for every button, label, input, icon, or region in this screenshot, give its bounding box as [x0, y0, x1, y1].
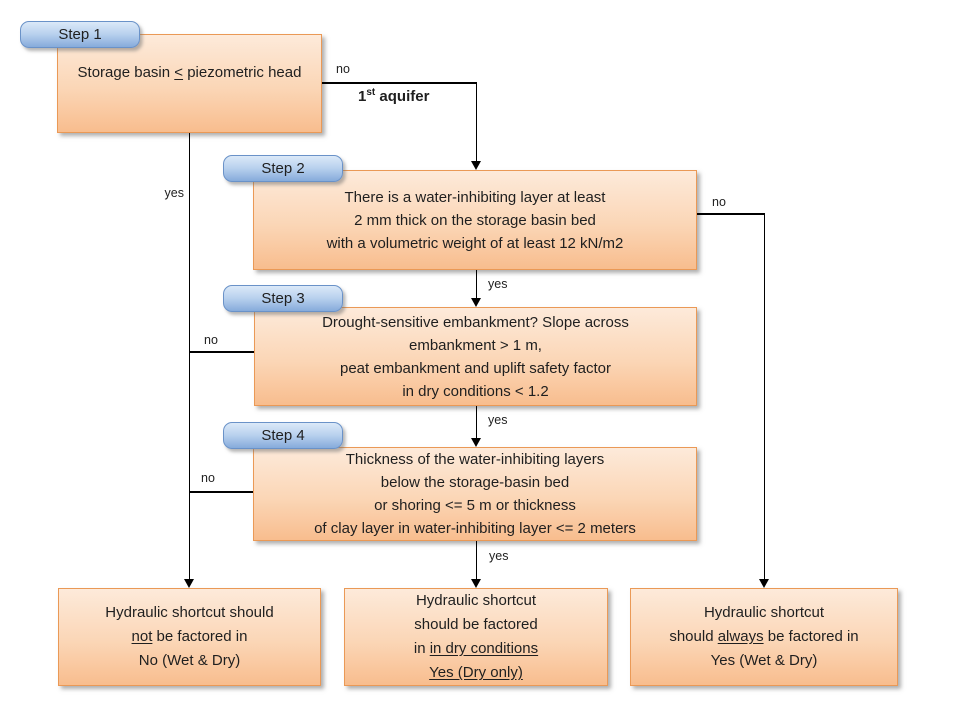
label-yes-step3: yes	[488, 413, 508, 427]
step-2-tag: Step 2	[223, 155, 343, 182]
step-3-tag-label: Step 3	[261, 290, 305, 307]
step-4-tag: Step 4	[223, 422, 343, 449]
step-2-box: There is a water-inhibiting layer at lea…	[253, 170, 697, 270]
step-2-tag-label: Step 2	[261, 160, 305, 177]
step-1-tag-label: Step 1	[58, 26, 102, 43]
connector-step4-no-horizontal	[189, 491, 253, 493]
step-3-box: Drought-sensitive embankment? Slope acro…	[254, 307, 697, 406]
arrowhead-into-outcome-right	[759, 579, 769, 588]
label-yes-step1: yes	[164, 186, 184, 200]
label-yes-step4: yes	[489, 549, 509, 563]
step-1-tag: Step 1	[20, 21, 140, 48]
connector-step3-no-horizontal	[189, 351, 254, 353]
connector-step1-yes-vertical	[188, 133, 190, 579]
connector-step2-no-horizontal	[697, 213, 765, 215]
connector-step3-yes-vertical	[475, 406, 477, 438]
connector-step1-no-vertical	[475, 83, 477, 161]
connector-step2-yes-vertical	[475, 270, 477, 298]
arrowhead-into-outcome-middle	[471, 579, 481, 588]
connector-step4-yes-vertical	[475, 541, 477, 579]
label-no-step3: no	[204, 333, 218, 347]
arrowhead-into-step3	[471, 298, 481, 307]
label-first-aquifer: 1st aquifer	[358, 87, 430, 105]
step-1-box: Storage basin < piezometric head	[57, 34, 322, 133]
connector-step2-no-vertical	[763, 213, 765, 579]
label-yes-step2: yes	[488, 277, 508, 291]
step-4-box: Thickness of the water-inhibiting layers…	[253, 447, 697, 541]
connector-step1-no-horizontal	[322, 82, 477, 84]
arrowhead-into-step4	[471, 438, 481, 447]
arrowhead-into-step2	[471, 161, 481, 170]
label-no-step1: no	[336, 62, 350, 76]
step-4-tag-label: Step 4	[261, 427, 305, 444]
arrowhead-into-outcome-left	[184, 579, 194, 588]
label-no-step4: no	[201, 471, 215, 485]
step-3-tag: Step 3	[223, 285, 343, 312]
label-no-step2: no	[712, 195, 726, 209]
